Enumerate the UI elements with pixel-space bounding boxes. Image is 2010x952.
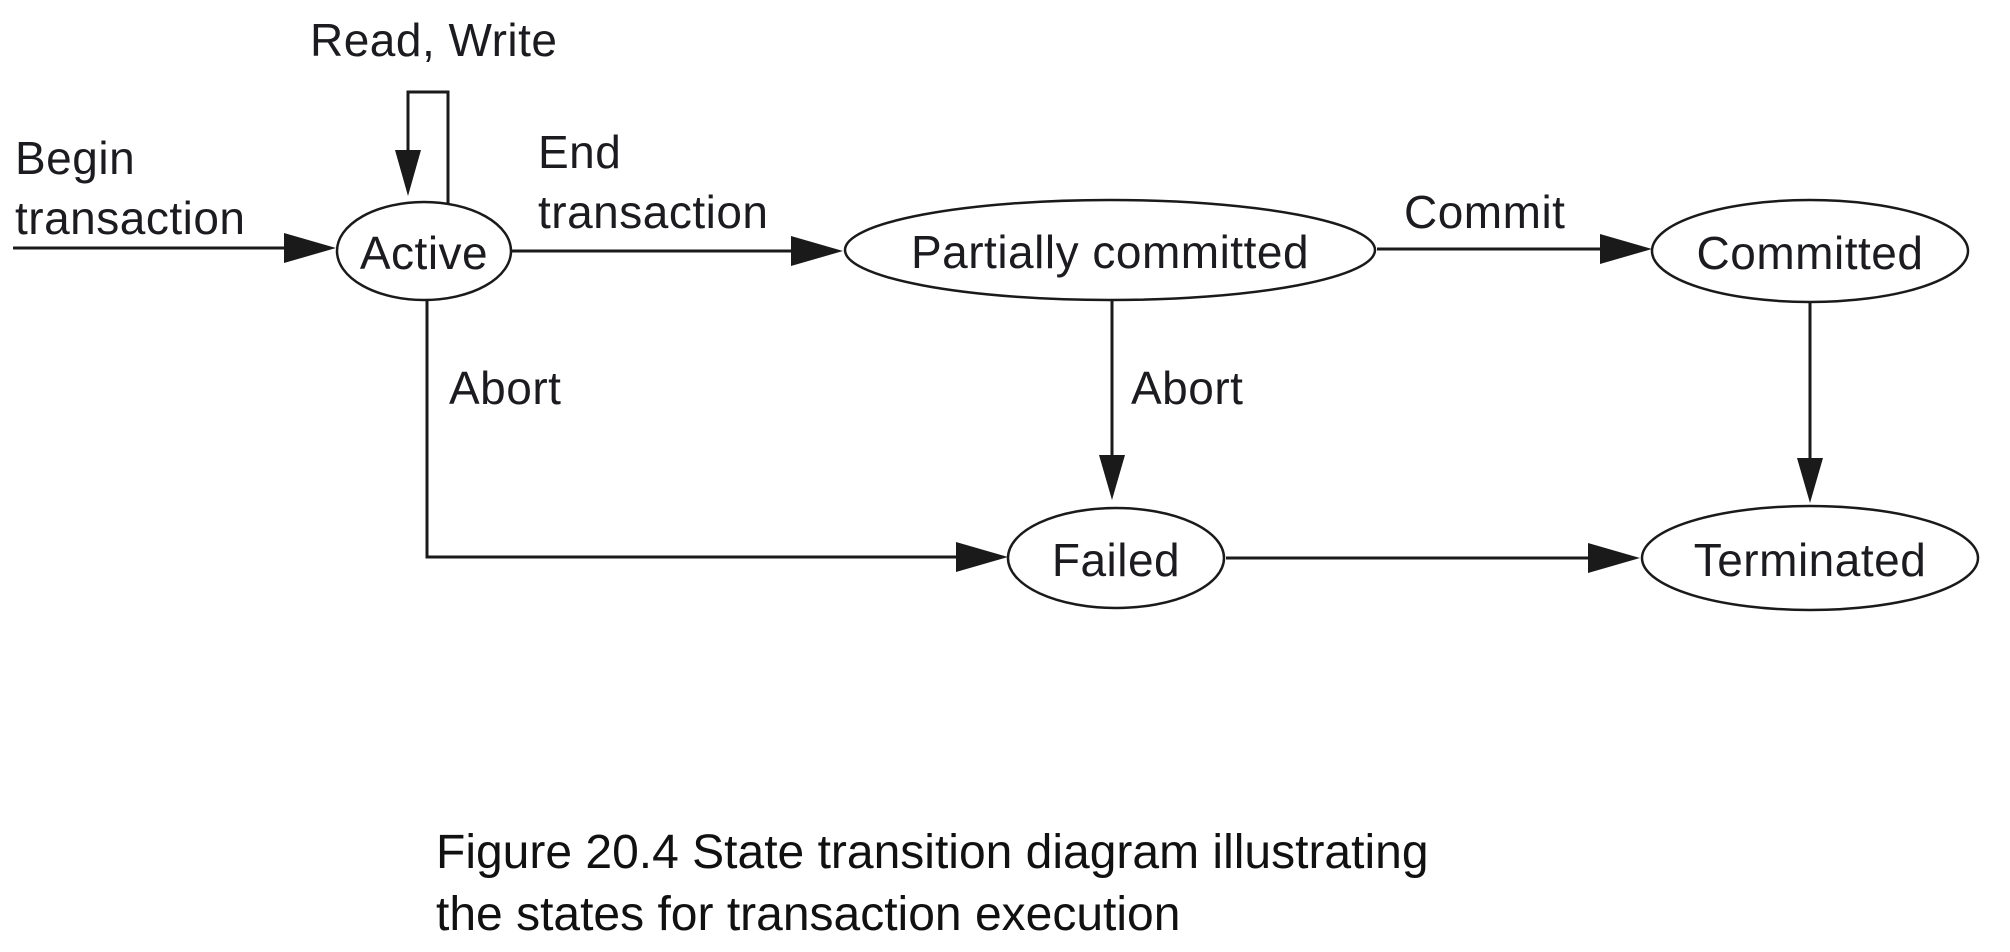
- begin-transaction-arrowhead: [284, 233, 336, 263]
- state-ellipse-failed: [1006, 506, 1226, 610]
- state-label-failed: Failed: [1051, 534, 1181, 586]
- abort-from-active-label: Abort: [449, 362, 562, 414]
- state-ellipse-committed: [1650, 198, 1970, 304]
- state-label-terminated: Terminated: [1693, 534, 1927, 586]
- read-write-label: Read, Write: [310, 14, 558, 66]
- state-label-partially-committed: Partially committed: [910, 226, 1310, 278]
- committed-to-terminated-arrowhead: [1797, 458, 1823, 503]
- begin-transaction-label: Begin transaction: [15, 132, 246, 244]
- state-label-committed: Committed: [1696, 227, 1924, 279]
- abort-from-active-line: [425, 300, 956, 559]
- abort-from-active-arrowhead: [956, 542, 1008, 572]
- state-ellipse-active: [335, 200, 513, 302]
- end-transaction-label: End transaction: [538, 126, 769, 238]
- abort-from-partially-committed-label: Abort: [1131, 362, 1244, 414]
- state-ellipse-terminated: [1640, 504, 1980, 612]
- end-transaction-arrowhead: [791, 236, 843, 266]
- figure-caption: Figure 20.4 State transition diagram ill…: [436, 826, 1429, 941]
- state-ellipse-partially-committed: [843, 198, 1377, 302]
- commit-arrowhead: [1600, 234, 1652, 264]
- abort-from-partially-committed-arrowhead: [1099, 455, 1125, 500]
- failed-to-terminated-arrowhead: [1588, 543, 1640, 573]
- state-label-active: Active: [359, 227, 489, 279]
- commit-label: Commit: [1404, 186, 1566, 238]
- read-write-self-loop-line: [406, 90, 450, 203]
- read-write-arrowhead: [395, 150, 421, 196]
